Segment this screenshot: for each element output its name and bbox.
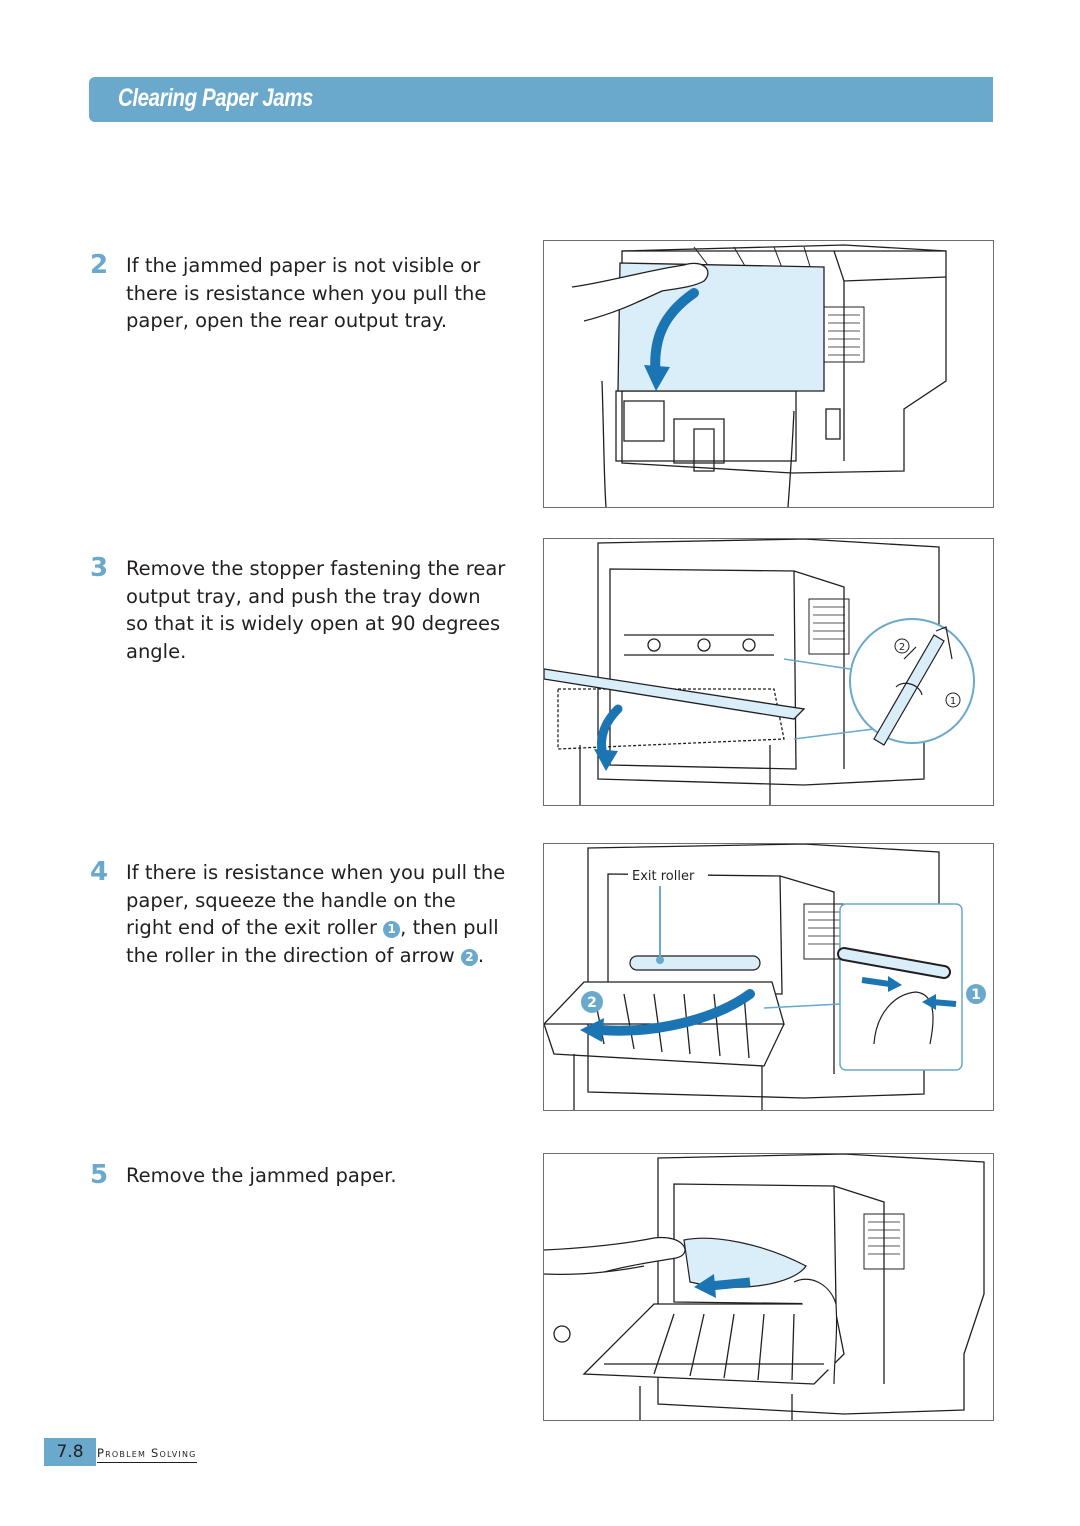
step-number: 2	[90, 250, 109, 280]
header-bar	[89, 77, 993, 122]
figure-push-tray-down: 2 1	[543, 538, 994, 806]
step-text: If there is resistance when you pull the…	[126, 859, 506, 969]
step-text: Remove the jammed paper.	[126, 1164, 397, 1187]
printer-rear-tray-illustration	[571, 244, 947, 507]
step-text-part: , then pull the roller in the direction …	[126, 916, 499, 967]
figure-callout: 2	[899, 642, 905, 653]
figure-callout: 2	[587, 995, 597, 1011]
step-number: 3	[90, 553, 109, 583]
page-number: 7.8	[44, 1438, 96, 1466]
figure-open-rear-tray	[543, 240, 994, 508]
section-name: Problem Solving	[97, 1446, 197, 1463]
printer-exit-roller-illustration: Exit roller 2 1	[544, 844, 986, 1110]
printer-remove-paper-illustration	[544, 1154, 985, 1420]
step-number: 4	[90, 857, 109, 887]
exit-roller-label: Exit roller	[632, 869, 695, 884]
figure-remove-jammed-paper	[543, 1153, 994, 1421]
step-text: If the jammed paper is not visible or th…	[126, 254, 487, 332]
step-text: Remove the stopper fastening the rear ou…	[126, 557, 506, 663]
callout-1-badge: 1	[383, 921, 401, 938]
figure-callout: 1	[971, 987, 981, 1003]
step-text-part: If there is resistance when you pull the…	[126, 861, 506, 939]
figure-exit-roller: Exit roller 2 1	[543, 843, 994, 1111]
callout-2-badge: 2	[460, 948, 478, 966]
page-title: Clearing Paper Jams	[118, 84, 314, 112]
figure-callout: 1	[950, 696, 956, 707]
printer-tray-down-illustration: 2 1	[544, 539, 975, 805]
step-number: 5	[90, 1160, 109, 1190]
step-text-part: .	[477, 943, 485, 967]
